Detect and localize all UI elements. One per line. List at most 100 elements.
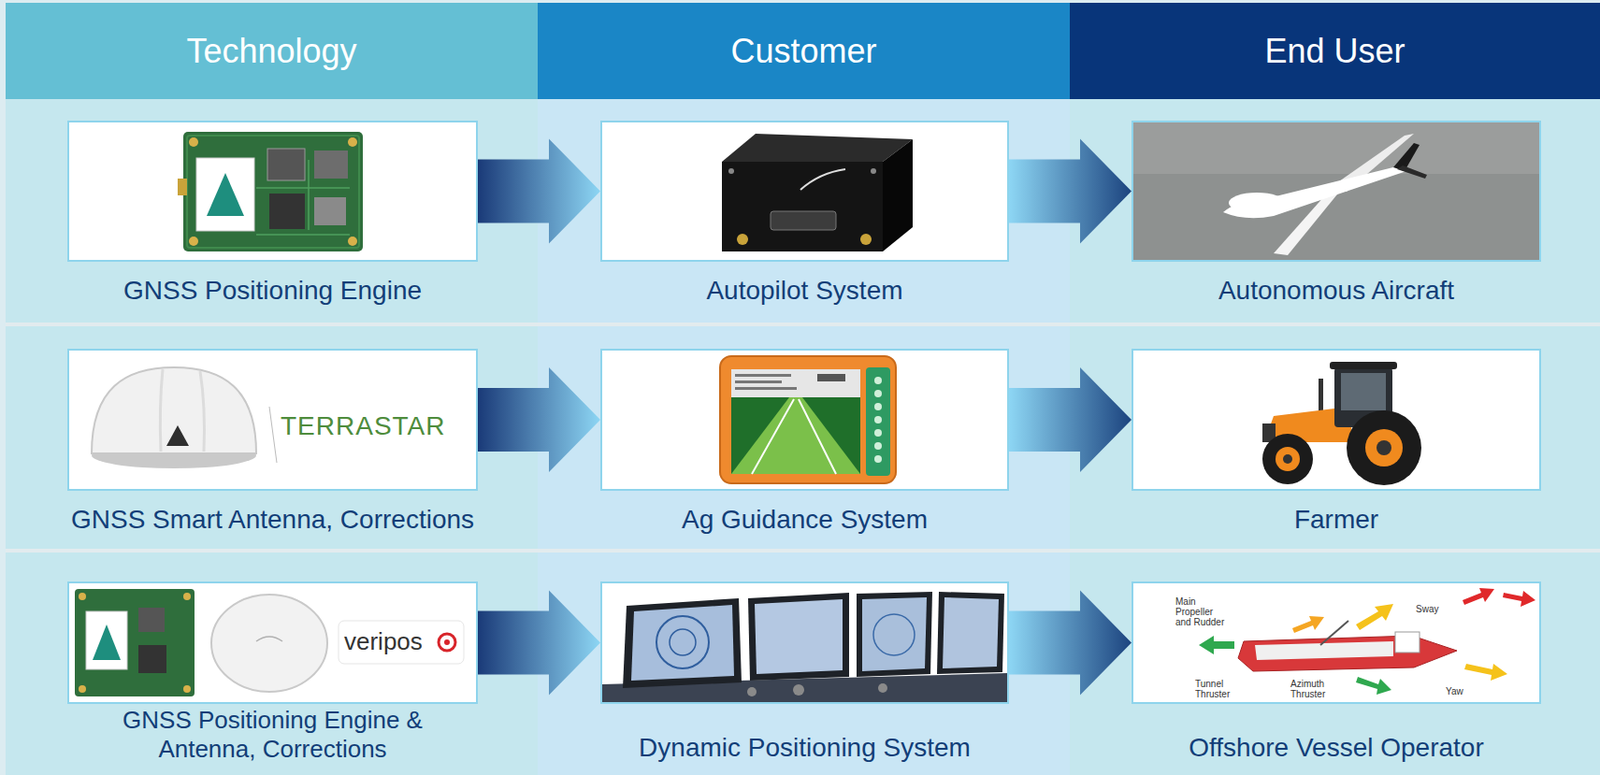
column-header: Technology bbox=[186, 31, 357, 72]
caption-holder: Autopilot System bbox=[543, 274, 1067, 307]
caption-holder: GNSS Smart Antenna, Corrections bbox=[11, 504, 535, 536]
flow-arrow bbox=[477, 139, 601, 245]
guidance-display-illustration-part bbox=[874, 403, 882, 411]
engine-antenna-illustration-part bbox=[78, 592, 87, 601]
gnss-board-illustration-part bbox=[188, 137, 199, 147]
tractor-illustration-part bbox=[1282, 454, 1293, 464]
gnss-board-illustration-part bbox=[177, 178, 188, 196]
label-holder: Sway bbox=[1415, 604, 1454, 615]
tractor-illustration bbox=[1133, 350, 1540, 490]
autopilot-box-illustration-part bbox=[860, 233, 872, 246]
engine-antenna-illustration-part bbox=[86, 611, 128, 670]
dp-console-illustration-part bbox=[936, 591, 1005, 675]
engine-antenna-illustration-part bbox=[256, 636, 283, 642]
dp-console-illustration-part bbox=[622, 598, 742, 689]
engine-antenna-illustration-part bbox=[338, 620, 464, 664]
guidance-display-illustration-part bbox=[874, 429, 882, 437]
image-box: GNSS Positioning Engine bbox=[67, 120, 478, 262]
column-header: End User bbox=[1264, 31, 1405, 72]
vessel-thruster-illustration-part bbox=[1395, 632, 1420, 653]
smart-antenna-illustration-part bbox=[166, 425, 189, 447]
gnss-board-illustration-part bbox=[206, 172, 245, 217]
column-band: Customer Autopilot System Ag Guidance Sy… bbox=[537, 2, 1070, 775]
aircraft-photo-part bbox=[1393, 143, 1420, 172]
gnss-board-illustration-part bbox=[314, 197, 346, 226]
image-box: GNSS Positioning Engine & Antenna, Corre… bbox=[67, 581, 478, 705]
vessel-thruster-illustration-part bbox=[1320, 620, 1349, 646]
flow-arrow bbox=[1009, 139, 1132, 245]
caption-holder: Ag Guidance System bbox=[543, 504, 1067, 536]
aircraft-photo-part bbox=[1397, 165, 1428, 179]
autopilot-box-illustration-part bbox=[721, 133, 913, 162]
tractor-illustration-part bbox=[1376, 440, 1392, 456]
vessel-thruster-illustration-part bbox=[1238, 635, 1457, 672]
box-caption: Autopilot System bbox=[543, 274, 1067, 307]
engine-antenna-illustration-part bbox=[78, 685, 87, 693]
box-caption: Offshore Vessel Operator bbox=[1074, 732, 1599, 764]
smart-antenna-illustration-part bbox=[91, 367, 257, 454]
image-box: Offshore Vessel OperatorMain Propeller a… bbox=[1131, 581, 1542, 705]
engine-antenna-illustration-part bbox=[138, 607, 165, 633]
caption-holder: GNSS Positioning Engine & Antenna, Corre… bbox=[76, 706, 470, 764]
dp-console-illustration-part bbox=[862, 597, 927, 672]
image-box: Farmer bbox=[1131, 348, 1542, 491]
guidance-display-illustration-part bbox=[874, 442, 882, 450]
aircraft-photo bbox=[1133, 122, 1540, 260]
guidance-display-illustration-part bbox=[874, 416, 882, 424]
dp-console-illustration-part bbox=[656, 616, 709, 669]
gnss-board-illustration-part bbox=[183, 131, 363, 252]
engine-antenna-illustration-part bbox=[138, 645, 167, 674]
box-caption: Ag Guidance System bbox=[543, 504, 1067, 536]
column-header-band: Customer bbox=[537, 2, 1070, 100]
image-box: GNSS Smart Antenna, CorrectionsTERRASTAR bbox=[67, 348, 478, 491]
vessel-thruster-illustration-part bbox=[1292, 616, 1325, 634]
column-header-band: End User bbox=[1069, 2, 1600, 100]
label-holder: TERRASTAR bbox=[280, 412, 473, 442]
vessel-thruster-illustration-part bbox=[1464, 663, 1508, 681]
autopilot-box-illustration-part bbox=[736, 233, 749, 246]
gnss-board-illustration-part bbox=[267, 148, 305, 181]
part-label: Azimuth Thruster bbox=[1290, 678, 1336, 700]
guidance-display-illustration-part bbox=[874, 376, 882, 385]
image-box: Autopilot System bbox=[600, 120, 1010, 262]
gnss-board-illustration-part bbox=[269, 193, 305, 230]
dp-console-illustration-part bbox=[873, 614, 915, 656]
box-caption: GNSS Smart Antenna, Corrections bbox=[11, 504, 535, 536]
tractor-illustration-part bbox=[1275, 446, 1300, 472]
guidance-display-illustration-part bbox=[874, 389, 882, 398]
autopilot-box-illustration-part bbox=[800, 169, 846, 190]
guidance-display-illustration-part bbox=[731, 397, 861, 475]
tractor-illustration-part bbox=[1329, 361, 1398, 370]
engine-antenna-illustration-part bbox=[183, 685, 191, 693]
autopilot-box-illustration-part bbox=[870, 168, 877, 174]
gnss-board-illustration bbox=[69, 122, 476, 260]
flow-arrow bbox=[1009, 590, 1132, 696]
label-holder: veripos bbox=[344, 628, 438, 656]
tractor-illustration-part bbox=[1346, 410, 1422, 486]
tractor-illustration-part bbox=[1318, 378, 1324, 413]
box-caption: GNSS Positioning Engine bbox=[11, 274, 535, 307]
gnss-board-illustration-part bbox=[347, 137, 358, 147]
vessel-thruster-illustration-part bbox=[1198, 635, 1235, 655]
guidance-display-illustration-part bbox=[731, 369, 861, 475]
tractor-illustration-part bbox=[1262, 433, 1313, 485]
engine-antenna-illustration-part bbox=[438, 634, 456, 651]
vessel-thruster-illustration-part bbox=[1462, 588, 1495, 606]
column-header-band: Technology bbox=[5, 2, 538, 100]
aircraft-photo-part bbox=[1133, 122, 1540, 260]
dp-console-illustration-part bbox=[754, 599, 843, 675]
image-box: Dynamic Positioning System bbox=[600, 581, 1010, 705]
guidance-display-illustration-part bbox=[798, 399, 837, 475]
dp-console-illustration-part bbox=[878, 683, 888, 693]
gnss-board-illustration-part bbox=[256, 159, 350, 235]
vessel-thruster-illustration-part bbox=[1254, 641, 1394, 661]
caption-holder: Farmer bbox=[1074, 504, 1599, 536]
row-separator bbox=[5, 548, 1600, 553]
label-holder: Yaw bbox=[1445, 686, 1474, 697]
gnss-board-illustration-part bbox=[196, 158, 255, 231]
brand-logo-text: veripos bbox=[344, 628, 438, 656]
vessel-thruster-illustration-part bbox=[1502, 590, 1536, 607]
flow-arrow bbox=[1009, 367, 1132, 473]
dp-console-illustration-part bbox=[747, 687, 757, 697]
